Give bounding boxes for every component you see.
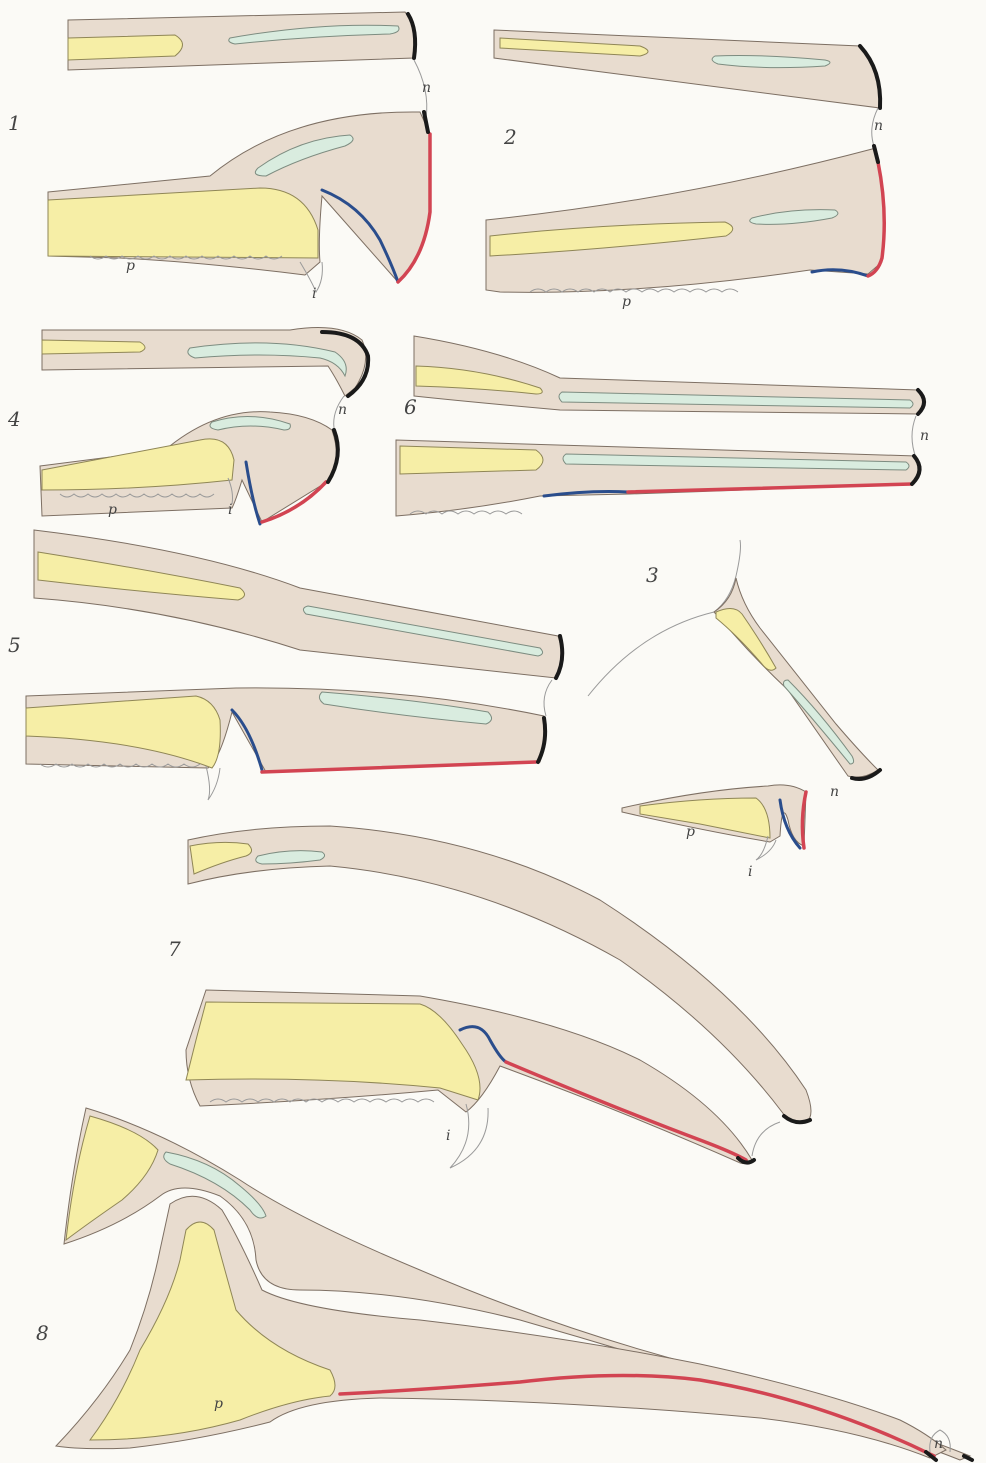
figure-3-upper-canal bbox=[784, 680, 854, 764]
figure-1-label-n: n bbox=[422, 80, 431, 96]
figure-6-lower-bone bbox=[400, 446, 543, 474]
figure-6: 6 n bbox=[396, 336, 929, 516]
figure-3: 3 n p i bbox=[588, 540, 880, 880]
figure-2-label-n: n bbox=[874, 118, 883, 134]
figure-1: 1 n p i bbox=[8, 12, 431, 302]
figure-7-connector bbox=[752, 1122, 780, 1156]
figure-2-number: 2 bbox=[503, 125, 517, 149]
figure-4: 4 n p i bbox=[7, 328, 368, 524]
figure-6-label-n: n bbox=[920, 428, 929, 444]
figure-3-label-p: p bbox=[686, 824, 695, 840]
figure-5-upper-shell bbox=[34, 530, 562, 678]
figure-6-number: 6 bbox=[404, 395, 417, 419]
figure-3-number: 3 bbox=[646, 563, 659, 587]
figure-4-number: 4 bbox=[7, 407, 21, 431]
figure-4-label-n: n bbox=[338, 402, 347, 418]
figure-8-number: 8 bbox=[36, 1321, 49, 1345]
figure-1-lower-bone bbox=[48, 188, 318, 258]
figure-5-number: 5 bbox=[8, 633, 21, 657]
figure-2-label-p: p bbox=[622, 294, 631, 310]
figure-7: 7 i bbox=[168, 826, 811, 1168]
figure-4-label-i: i bbox=[228, 502, 232, 518]
figure-1-upper-bone bbox=[68, 35, 183, 60]
figure-1-number: 1 bbox=[8, 111, 21, 135]
figure-1-label-i: i bbox=[312, 286, 316, 302]
figure-3-upper-shell bbox=[714, 578, 878, 777]
figure-4-label-p: p bbox=[108, 502, 117, 518]
figure-7-number: 7 bbox=[168, 937, 181, 961]
figure-7-label-i: i bbox=[446, 1128, 450, 1144]
figure-6-connector bbox=[912, 416, 916, 458]
figure-8-label-n: n bbox=[934, 1436, 943, 1452]
figure-4-upper-shell bbox=[42, 328, 366, 396]
figure-8-upper-tip bbox=[964, 1456, 972, 1460]
figure-8: 8 p n bbox=[36, 1108, 972, 1460]
figure-7-claw-outline bbox=[450, 1104, 488, 1168]
figure-4-upper-bone bbox=[42, 340, 145, 354]
figure-3-label-n: n bbox=[830, 784, 839, 800]
figure-8-label-p: p bbox=[214, 1396, 223, 1412]
figure-5-claw-outline bbox=[206, 766, 220, 800]
figure-4-lower-bone bbox=[42, 439, 234, 490]
figure-1-label-p: p bbox=[126, 258, 135, 274]
figure-3-label-i: i bbox=[748, 864, 752, 880]
figure-5: 5 bbox=[8, 530, 562, 800]
figure-5-connector bbox=[544, 680, 552, 716]
figure-2: 2 n p bbox=[486, 30, 884, 310]
